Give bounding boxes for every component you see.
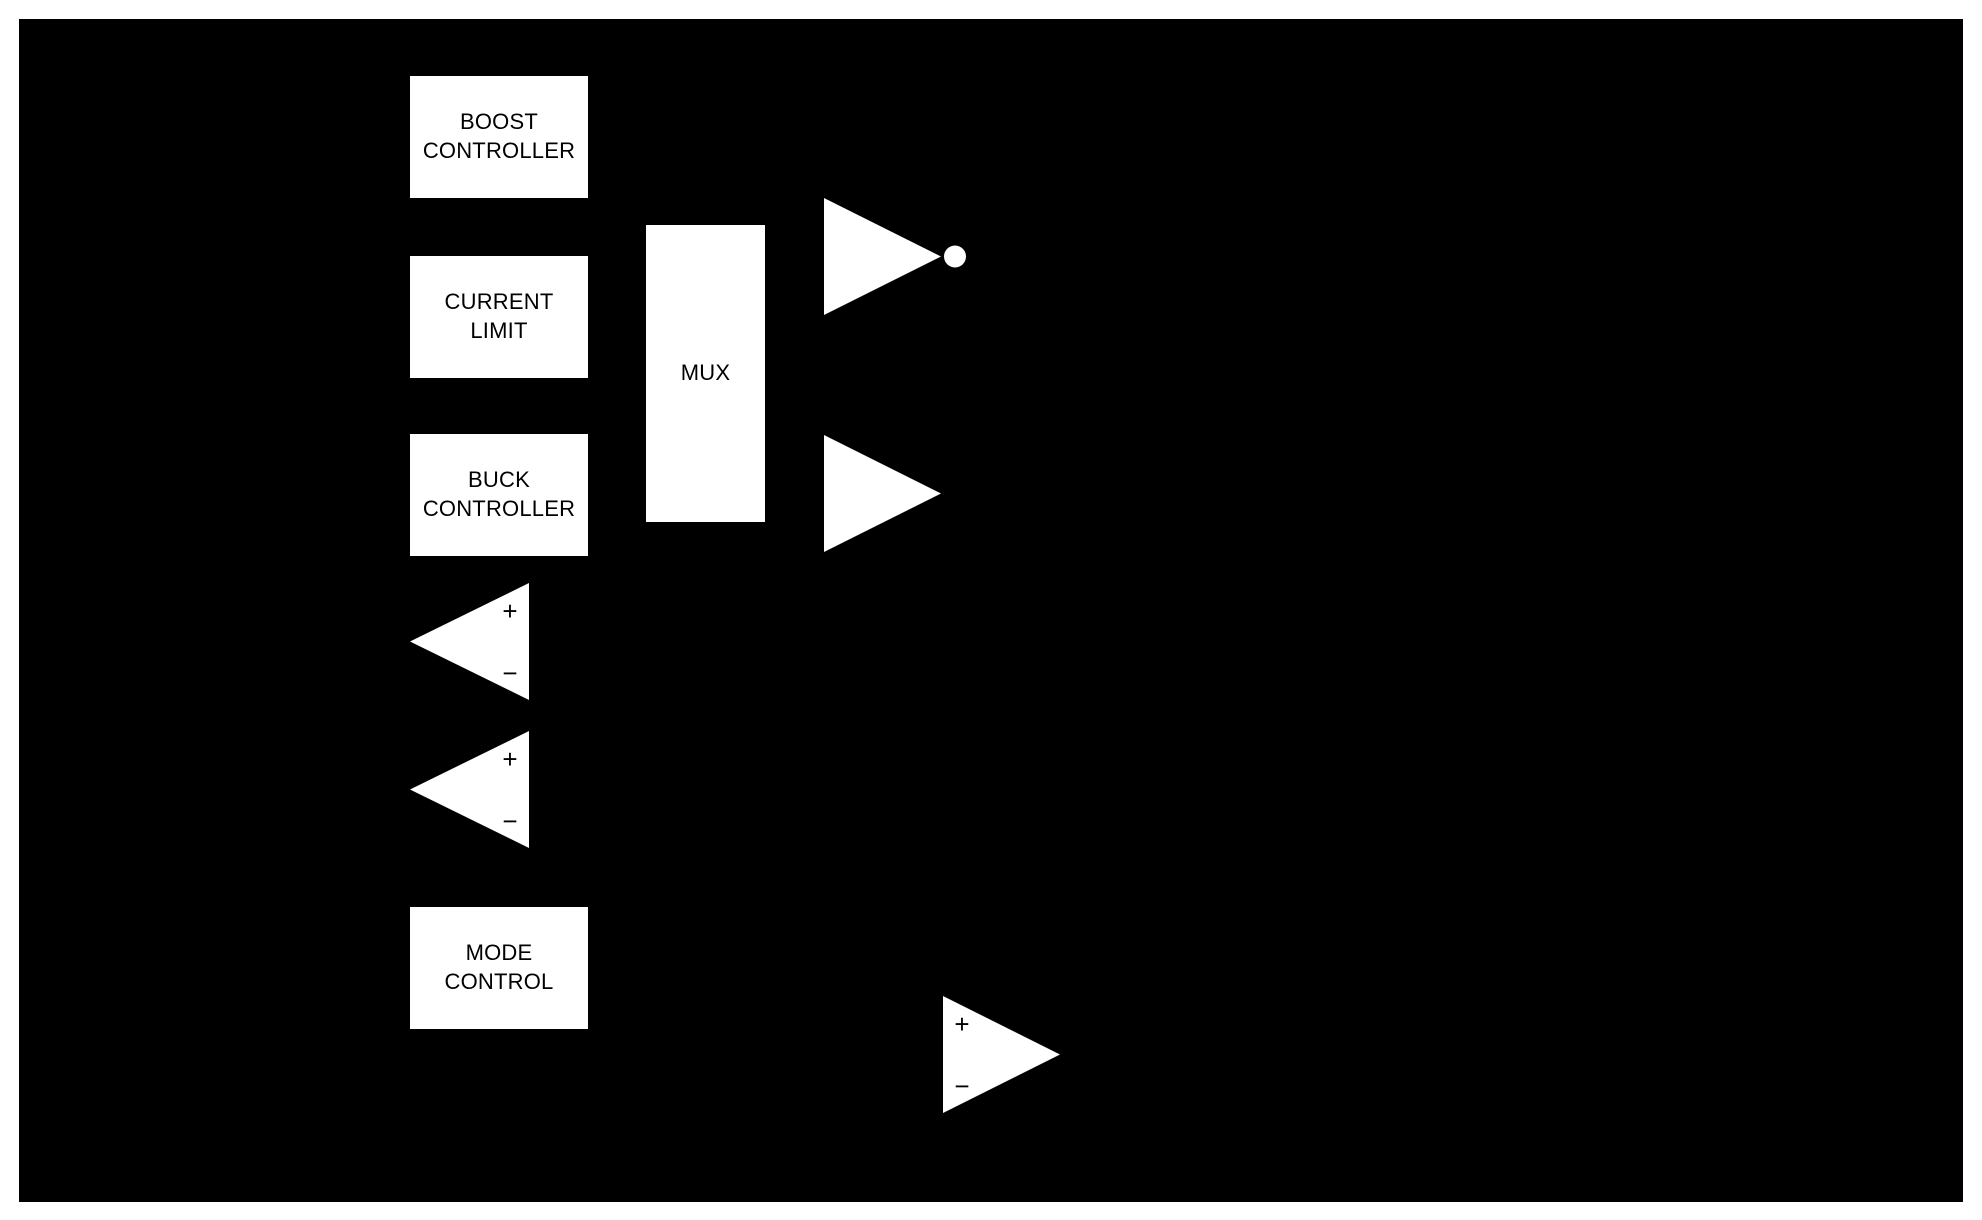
block-label-line: CONTROL bbox=[444, 969, 554, 994]
block-label-line: LIMIT bbox=[470, 318, 528, 343]
block-boost-controller: BOOST CONTROLLER bbox=[410, 76, 588, 198]
amplifier-driver-buffer bbox=[824, 435, 941, 552]
amplifier-triangle-comparator-lower bbox=[410, 731, 529, 848]
pin-minus-error-amplifier: − bbox=[954, 1071, 970, 1101]
block-mode-control: MODE CONTROL bbox=[410, 907, 588, 1029]
block-label-line: MUX bbox=[680, 360, 731, 386]
block-mux: MUX bbox=[646, 225, 765, 522]
block-label-line: MODE bbox=[465, 940, 533, 966]
pin-minus-comparator-upper: − bbox=[502, 658, 518, 688]
amplifier-comparator-lower bbox=[410, 731, 529, 848]
amplifier-triangle-comparator-upper bbox=[410, 583, 529, 700]
block-label-line: BOOST bbox=[459, 109, 538, 135]
amplifier-error-amplifier bbox=[943, 996, 1060, 1113]
amplifier-triangle-error-amplifier bbox=[943, 996, 1060, 1113]
amplifier-inverting-buffer bbox=[824, 198, 966, 315]
pin-minus-comparator-lower: − bbox=[502, 806, 518, 836]
inverting-bubble-icon bbox=[944, 245, 966, 268]
pin-plus-error-amplifier: + bbox=[954, 1009, 970, 1039]
block-label-line: CURRENT bbox=[444, 289, 554, 315]
pin-plus-comparator-lower: + bbox=[502, 744, 518, 774]
block-label-line: CONTROLLER bbox=[422, 138, 576, 163]
block-buck-controller: BUCK CONTROLLER bbox=[410, 434, 588, 556]
amplifier-triangle-driver-buffer bbox=[824, 435, 941, 552]
block-label-line: CONTROLLER bbox=[422, 496, 576, 521]
block-label-line: BUCK bbox=[468, 467, 530, 493]
amplifier-comparator-upper bbox=[410, 583, 529, 700]
pin-plus-comparator-upper: + bbox=[502, 596, 518, 626]
block-current-limit: CURRENT LIMIT bbox=[410, 256, 588, 378]
amplifier-triangle-inverting-buffer bbox=[824, 198, 966, 315]
diagram-background bbox=[19, 19, 1963, 1202]
